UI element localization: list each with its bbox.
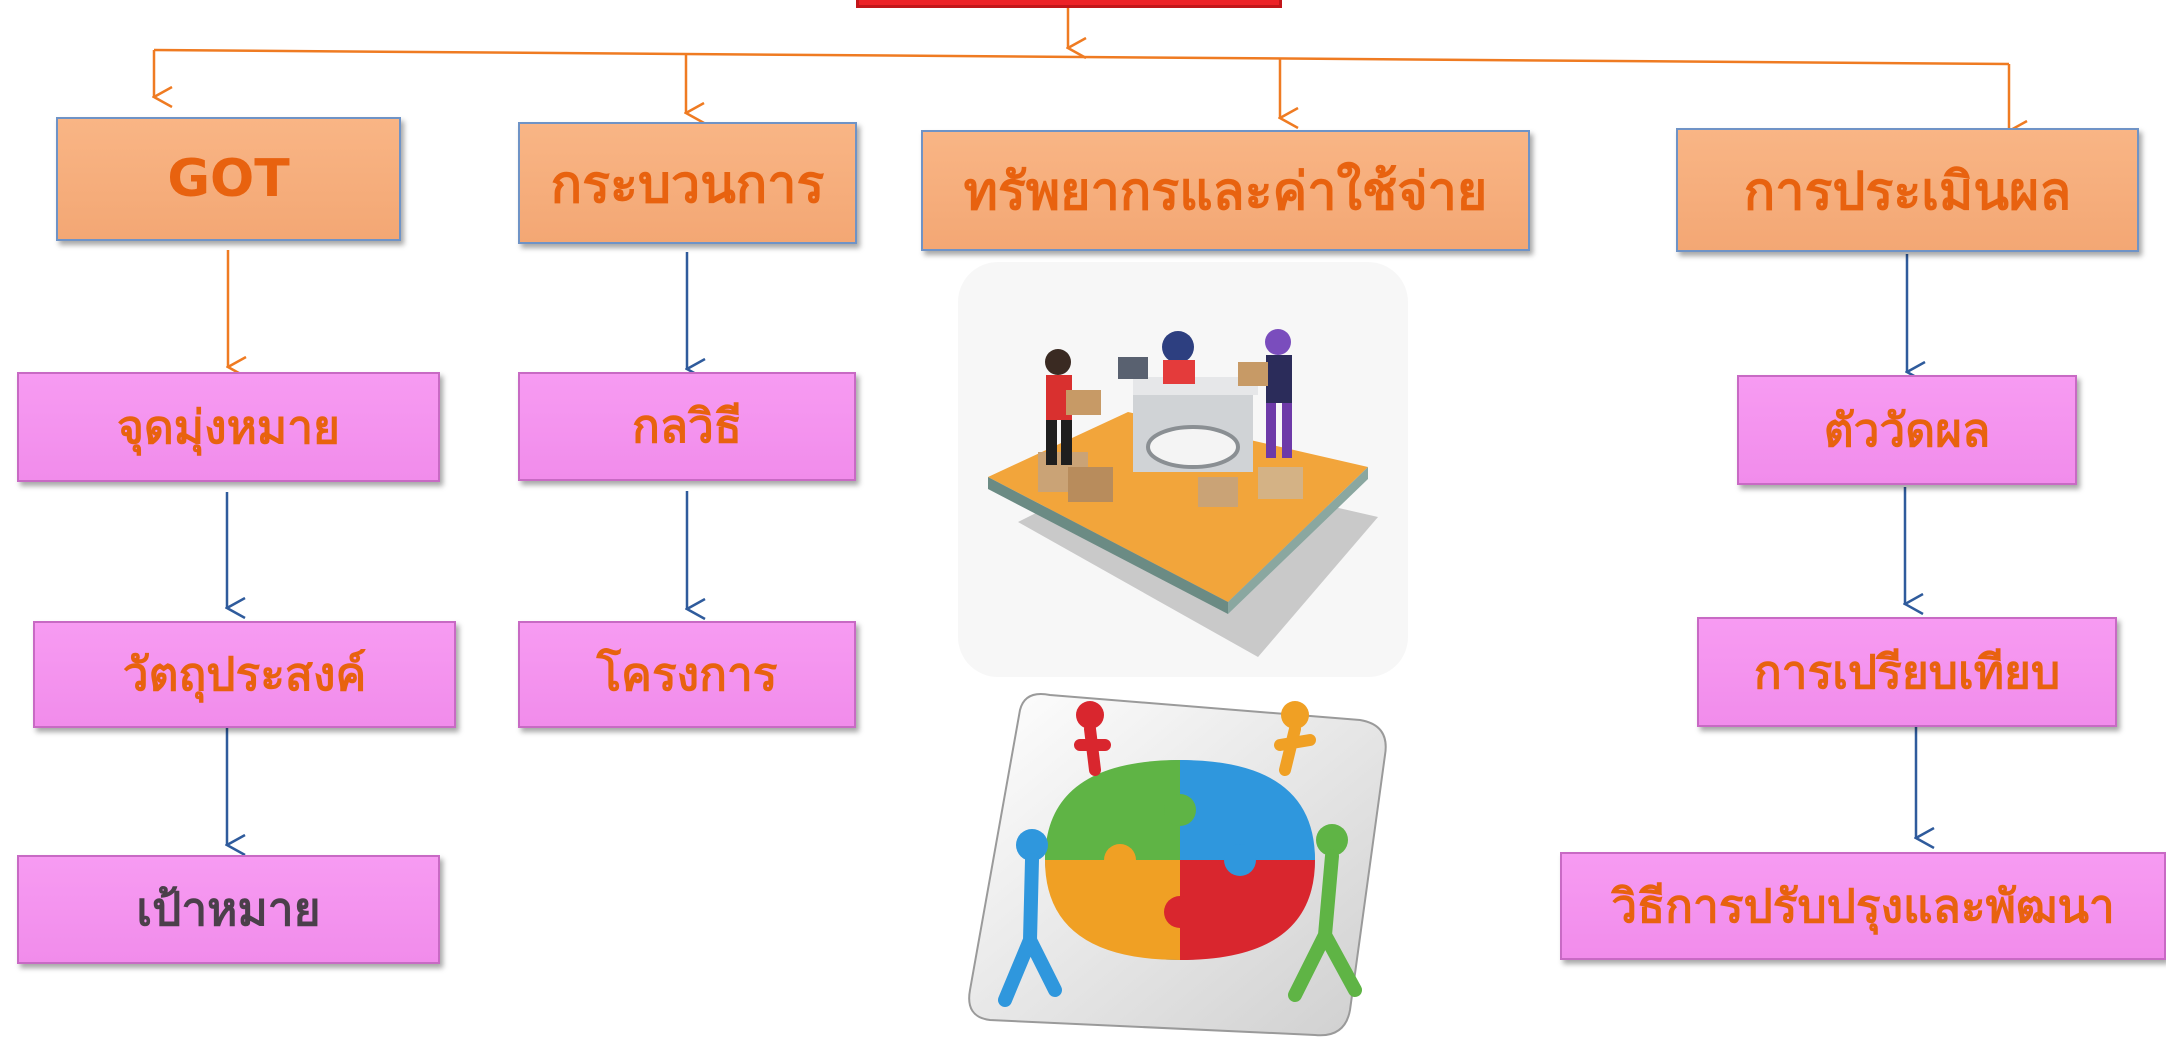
item-improvement: วิธีการปรับปรุงและพัฒนา <box>1560 852 2166 960</box>
root-box <box>856 0 1282 8</box>
item-strategy: กลวิธี <box>518 372 856 481</box>
header-got: GOT <box>56 117 401 241</box>
item-target: เป้าหมาย <box>17 855 440 964</box>
header-process: กระบวนการ <box>518 122 857 244</box>
item-measure: ตัววัดผล <box>1737 375 2077 485</box>
item-goal: จุดมุ่งหมาย <box>17 372 440 482</box>
item-project: โครงการ <box>518 621 856 728</box>
puzzle-teamwork-illustration <box>968 693 1387 1037</box>
item-comparison: การเปรียบเทียบ <box>1697 617 2117 727</box>
item-objective: วัตถุประสงค์ <box>33 621 456 728</box>
service-counter-illustration <box>958 262 1408 677</box>
header-evaluation: การประเมินผล <box>1676 128 2139 252</box>
header-resources: ทรัพยากรและค่าใช้จ่าย <box>921 130 1530 251</box>
connector-bus <box>153 48 2010 66</box>
